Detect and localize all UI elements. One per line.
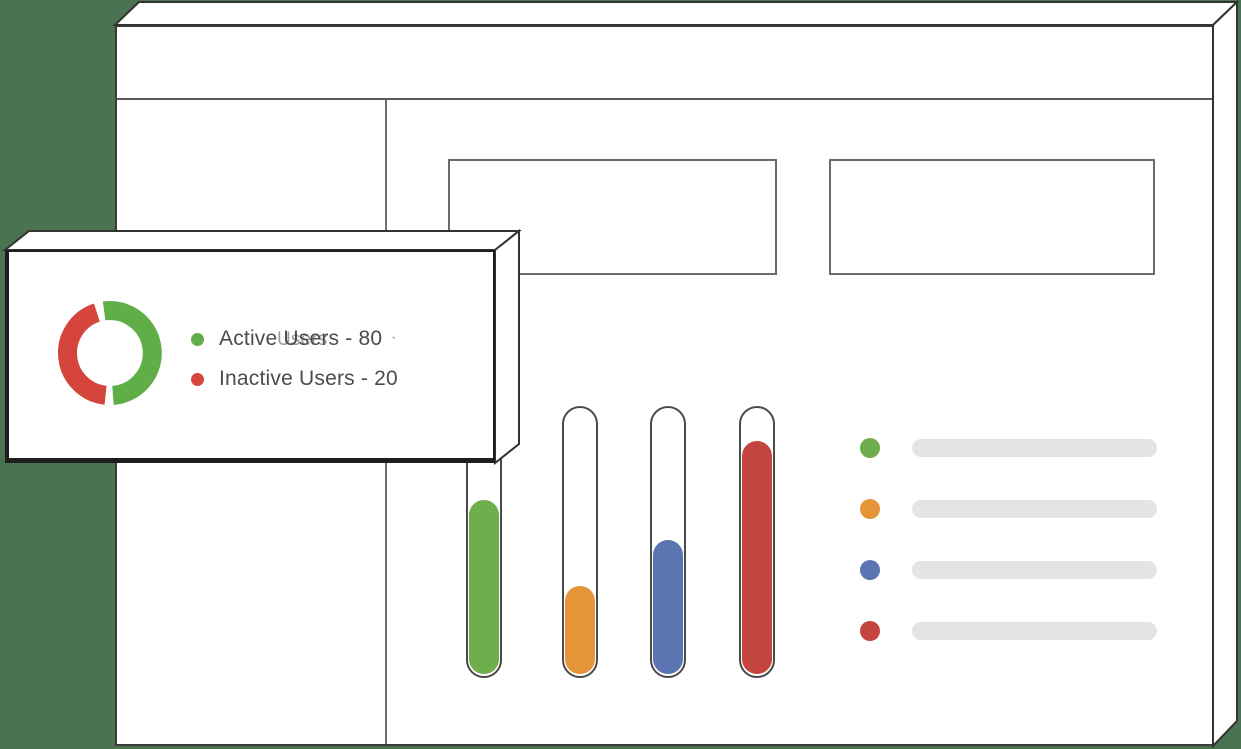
legend-dot-orange bbox=[860, 499, 880, 519]
legend-placeholder-bar bbox=[912, 500, 1157, 518]
bar-fill-green bbox=[469, 499, 499, 674]
donut-chart bbox=[58, 301, 162, 405]
window-header bbox=[117, 27, 1213, 100]
stat-card-left bbox=[448, 159, 777, 275]
inactive-users-dot bbox=[191, 372, 204, 386]
active-users-dot bbox=[191, 332, 204, 346]
bar-track-2 bbox=[562, 406, 598, 678]
bar-track-3 bbox=[650, 406, 686, 678]
inactive-users-label: Inactive Users - 20 bbox=[219, 367, 398, 391]
legend-dot-red bbox=[860, 621, 880, 641]
donut-legend-row-active: Active Users - 80 Users ˋ bbox=[191, 326, 397, 353]
bar-fill-red bbox=[742, 440, 772, 674]
donut-card: Active Users - 80 Users ˋ Inactive Users… bbox=[5, 250, 495, 463]
legend-row-4 bbox=[860, 621, 1157, 641]
donut-segment-inactive bbox=[58, 303, 108, 405]
legend-placeholder-bar bbox=[912, 561, 1157, 579]
bar-track-4 bbox=[739, 406, 775, 678]
bar-fill-blue bbox=[653, 540, 683, 674]
legend-placeholder-bar bbox=[912, 439, 1157, 457]
inactive-users-text: Inactive Users - 20 bbox=[219, 367, 398, 390]
active-users-label: Active Users - 80 Users ˋ bbox=[219, 327, 397, 353]
bar-fill-orange bbox=[565, 585, 595, 674]
stat-card-right bbox=[829, 159, 1155, 275]
active-users-text: Active Users - 80 bbox=[219, 327, 383, 350]
legend-dot-blue bbox=[860, 560, 880, 580]
legend-placeholder-bar bbox=[912, 622, 1157, 640]
legend-dot-green bbox=[860, 438, 880, 458]
legend-row-3 bbox=[860, 560, 1157, 580]
legend-row-2 bbox=[860, 499, 1157, 519]
window-right-face bbox=[1212, 0, 1238, 749]
donut-segment-active bbox=[102, 301, 162, 405]
donut-legend-row-inactive: Inactive Users - 20 bbox=[191, 366, 398, 392]
chart-legend bbox=[860, 438, 1157, 682]
legend-row-1 bbox=[860, 438, 1157, 458]
ghost-tick-artifact: ˋ bbox=[391, 334, 397, 353]
window-top-face bbox=[112, 1, 1240, 26]
ghost-text-artifact: Users bbox=[277, 329, 328, 350]
